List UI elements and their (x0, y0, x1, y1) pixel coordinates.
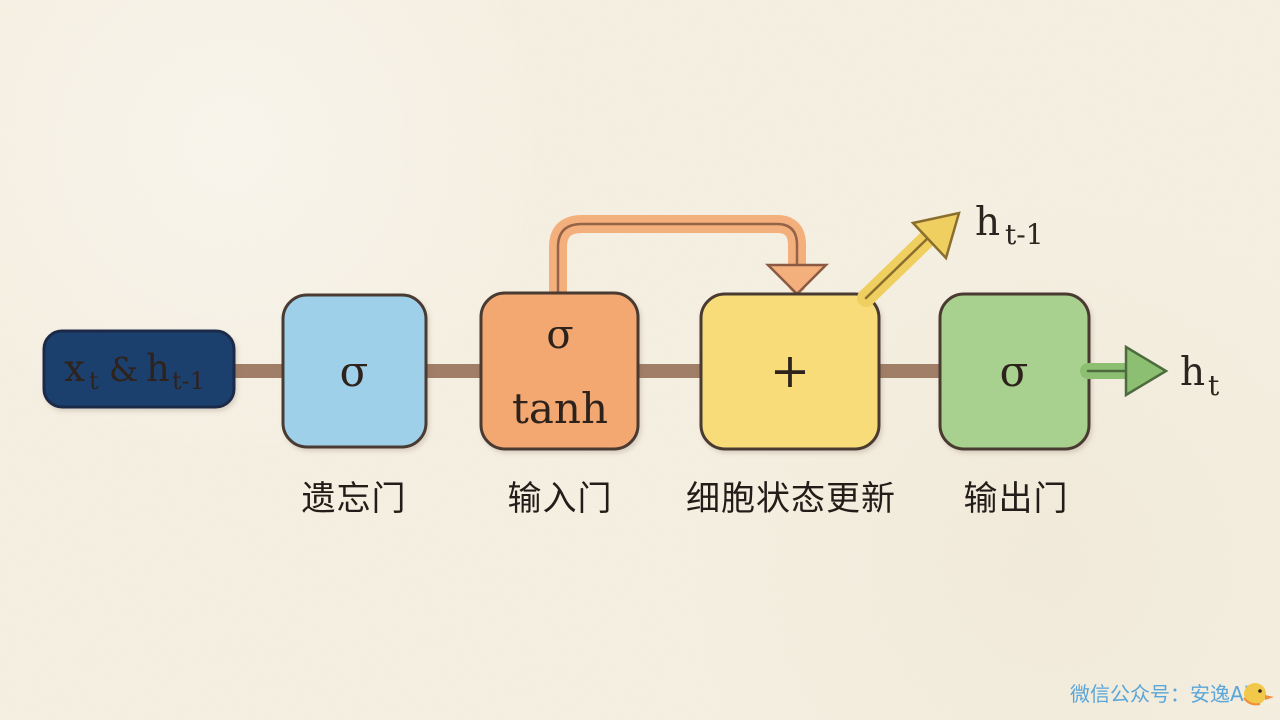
upper-output-label: h t-1 (975, 200, 1044, 251)
cell-update: + (699, 292, 881, 451)
input-h-label: h (146, 347, 170, 390)
duck-beak-icon (1265, 695, 1274, 700)
forget-gate-box (281, 293, 428, 449)
cell-update-label: 细胞状态更新 (686, 479, 896, 519)
right-output-h: h (1180, 350, 1205, 395)
input-gate-label: 输入门 (508, 479, 613, 519)
input-gate: σ tanh (479, 291, 640, 451)
input-gate-symbol-top: σ (546, 312, 573, 358)
watermark-text: 微信公众号：安逸Ai (1070, 682, 1249, 706)
input-feedback-arrowhead (764, 263, 830, 296)
output-gate-label: 输出门 (964, 479, 1069, 519)
input-h-subscript: t-1 (172, 367, 205, 395)
upper-output-h: h (975, 200, 1000, 245)
right-output-subscript: t (1208, 369, 1220, 402)
upper-output-arrowhead (910, 211, 961, 261)
forget-gate: σ (281, 293, 428, 449)
output-gate: σ (938, 292, 1091, 451)
upper-output-subscript: t-1 (1005, 218, 1044, 251)
input-gate-symbol-bottom: tanh (512, 384, 608, 433)
duck-icon (1244, 683, 1266, 705)
input-x-subscript: t (89, 367, 99, 395)
forget-gate-label: 遗忘门 (302, 479, 407, 519)
right-output-label: h t (1180, 350, 1220, 402)
duck-eye-icon (1258, 689, 1262, 693)
cell-update-box (699, 292, 881, 451)
input-feedback-arrow-outline (556, 222, 799, 299)
upper-output-arrow-shaft-outline (864, 234, 932, 300)
output-gate-symbol: σ (1000, 347, 1029, 396)
right-output-arrowhead (1124, 344, 1169, 398)
input-block: x t & h t-1 (42, 329, 236, 409)
duck-wing-icon (1243, 697, 1261, 706)
cell-update-symbol: + (770, 343, 810, 399)
input-block-shape (42, 329, 236, 409)
input-ampersand: & (109, 350, 138, 389)
input-x-label: x (64, 347, 85, 390)
input-gate-box (479, 291, 640, 451)
watermark: 微信公众号：安逸Ai (1070, 682, 1274, 706)
forget-gate-symbol: σ (340, 347, 369, 396)
